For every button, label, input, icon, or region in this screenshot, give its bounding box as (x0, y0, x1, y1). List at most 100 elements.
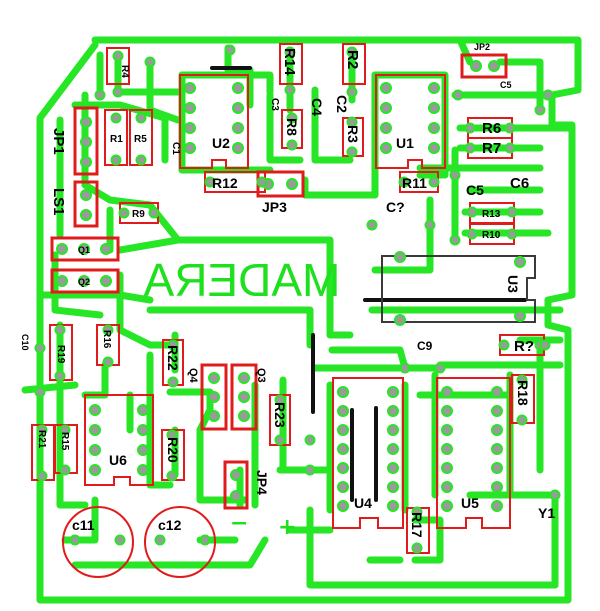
pad (366, 219, 378, 231)
label-r13: R13 (482, 209, 501, 220)
pad (516, 414, 528, 426)
pad (80, 209, 92, 221)
pad (112, 86, 124, 98)
pad (54, 324, 66, 336)
pad (274, 434, 286, 446)
pad (411, 506, 423, 518)
pad (208, 410, 220, 422)
pad (69, 534, 81, 546)
polarity-plus: + (278, 515, 296, 540)
pad (56, 243, 68, 255)
pad (56, 275, 68, 287)
pad (230, 469, 242, 481)
pad (534, 104, 546, 116)
pad (199, 534, 211, 546)
trace (71, 536, 269, 569)
label-c5b: C5 (466, 182, 484, 198)
label-r11: R11 (402, 175, 427, 191)
pad (428, 142, 440, 154)
label-r10: R10 (482, 230, 501, 241)
pad (304, 434, 316, 446)
pad (441, 500, 453, 512)
pad (491, 500, 503, 512)
pad (549, 489, 561, 501)
label-u2: U2 (212, 135, 230, 151)
q2-outline (50, 268, 120, 294)
pad (428, 82, 440, 94)
pad (504, 122, 516, 134)
pad (539, 339, 551, 351)
pad (488, 60, 500, 72)
pad (54, 370, 66, 382)
pad (118, 207, 130, 219)
pad (208, 372, 220, 384)
trace (311, 86, 354, 164)
pad (34, 342, 46, 354)
pad (387, 443, 399, 455)
r2-outline (342, 43, 366, 85)
label-r20: R20 (165, 437, 181, 463)
trace (81, 361, 109, 399)
label-c12: c12 (158, 517, 182, 533)
pad (380, 122, 392, 134)
label-jp1: JP1 (50, 128, 67, 155)
pad (466, 228, 478, 240)
u4-outline (332, 377, 404, 529)
pad (491, 405, 503, 417)
jp1-outline (73, 106, 99, 176)
pad (398, 176, 410, 188)
trace (21, 381, 79, 394)
pad (491, 386, 503, 398)
label-ls1: LS1 (50, 188, 67, 216)
pad (428, 102, 440, 114)
pad (114, 534, 126, 546)
c12-outline (144, 506, 216, 578)
pad (137, 424, 149, 436)
pad (208, 391, 220, 403)
trace (174, 236, 354, 339)
pad (89, 464, 101, 476)
pad (449, 234, 461, 246)
trace (456, 36, 474, 66)
pad (36, 424, 48, 436)
label-q4: Q4 (187, 368, 199, 384)
pad (232, 122, 244, 134)
pad (542, 89, 554, 101)
pad (286, 178, 298, 190)
pad (286, 139, 298, 151)
pad (184, 142, 196, 154)
label-r22: R22 (165, 345, 181, 371)
pad (137, 444, 149, 456)
label-u1: U1 (396, 135, 414, 151)
pad (452, 89, 464, 101)
label-r8: R8 (284, 118, 300, 136)
u1-outline (375, 74, 446, 169)
pad (238, 372, 250, 384)
pad (346, 46, 358, 58)
pad (80, 116, 92, 128)
pad (516, 374, 528, 386)
pad (232, 82, 244, 94)
pad (380, 82, 392, 94)
pad (100, 243, 112, 255)
pad (167, 339, 179, 351)
pad (464, 122, 476, 134)
label-r16: R16 (101, 330, 112, 349)
polarity-minus: − (230, 511, 248, 536)
label-u4: U4 (354, 495, 372, 511)
pad (232, 142, 244, 154)
pad (506, 206, 518, 218)
jumper-wires (210, 66, 527, 502)
pad (504, 142, 516, 154)
pad (89, 444, 101, 456)
pad (167, 376, 179, 388)
u5-outline (436, 377, 511, 529)
label-c3: C3 (269, 98, 280, 111)
pad (380, 142, 392, 154)
pad (387, 405, 399, 417)
pad (100, 275, 112, 287)
pad (387, 386, 399, 398)
q1-outline (50, 236, 120, 262)
pad (256, 176, 268, 188)
